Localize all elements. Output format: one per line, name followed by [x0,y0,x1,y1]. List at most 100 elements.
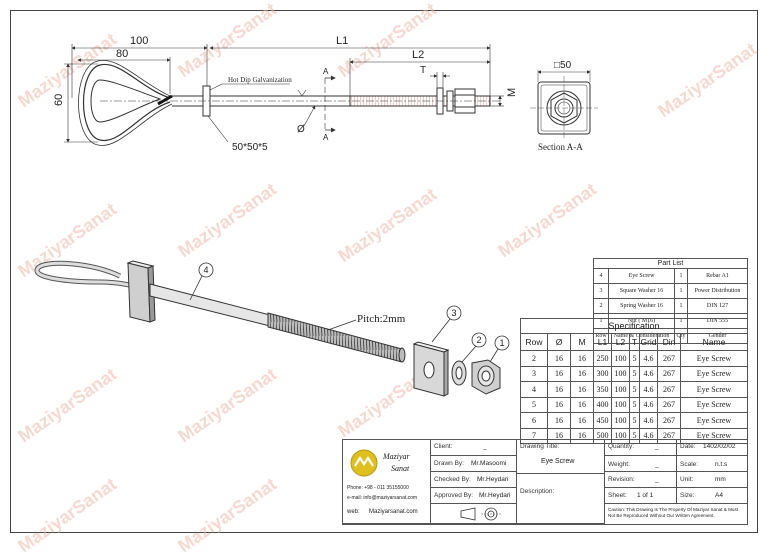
table-cell: 450 [593,412,612,429]
date-cell: Date: 1402/02/02 [677,440,747,456]
drawing-title-cell: Drawing Title: Eye Screw [517,440,605,474]
column-header: Name [680,333,748,351]
table-cell: Eye Screw [680,365,748,382]
part-list-title: Part List [593,258,748,269]
table-cell: 16 [547,350,571,367]
column-header: T [629,333,640,351]
balloon-1: 1 [499,338,504,348]
table-cell: 100 [611,381,630,398]
table-cell: 5 [629,381,640,398]
drawing-title-label: Drawing Title: [520,443,560,450]
revision-value: _ [655,476,659,483]
drawing-title-value: Eye Screw [541,458,575,465]
approved-by-value: Mr.Heydari [479,492,511,499]
cell: Power Distribution [687,283,748,299]
weight-cell: Weight: _ [605,456,677,472]
company-web-label: web: [347,509,360,515]
title-block: Maziyar Sanat Phone: +98 - 011 35155000 … [342,439,748,525]
dimension-texts: 100 80 60 L1 L2 T M Ø A A Hot Dip Galvan… [53,35,518,153]
table-cell: 4.6 [639,350,658,367]
dim-60: 60 [53,94,65,106]
column-header: Grid [639,333,658,351]
table-cell: 4.6 [639,396,658,413]
table-cell: 100 [611,350,630,367]
table-cell: Eye Screw [680,350,748,367]
checked-by-value: Mr.Heydari [477,476,509,483]
table-cell: 16 [570,396,594,413]
client-value: _ [483,443,487,450]
table-cell: Eye Screw [680,381,748,398]
approved-spacer-cell [431,504,517,524]
sheet-label: Sheet: [608,492,627,499]
unit-value: mm [715,476,726,483]
caution-cell: Caution: This Drawing Is The Property Of… [605,504,747,524]
section-label: Section A-A [538,142,583,152]
table-cell: 100 [611,396,630,413]
dim-80: 80 [116,48,128,60]
table-cell: Eye Screw [680,412,748,429]
balloon-4: 4 [203,265,208,275]
description-cell: Description: [517,474,605,524]
company-name-line1: Maziyar [383,452,410,461]
balloon-2: 2 [476,335,481,345]
projection-symbol-icon [460,507,501,521]
specification-title: Specification [520,318,748,334]
column-header: L2 [611,333,630,351]
dim-t: T [420,65,426,76]
cell: 1 [674,283,688,299]
cell: 1 [674,268,688,284]
table-cell: 16 [570,412,594,429]
company-phone: Phone: +98 - 011 35155000 [347,485,409,491]
dim-diameter: Ø [297,124,305,135]
drawn-by-cell: Drawn By: Mr.Masoomi [431,456,517,472]
size-cell: Size: A4 [677,488,747,504]
table-row: 4 Eye Screw 1 Rebar A1 [593,268,748,284]
description-label: Description: [520,488,555,495]
company-cell: Maziyar Sanat Phone: +98 - 011 35155000 … [343,440,431,524]
weight-value: _ [655,461,659,468]
table-cell: 400 [593,396,612,413]
unit-label: Unit: [680,476,694,483]
section-mark-top: A [323,67,329,76]
table-cell: 267 [657,350,681,367]
dim-50-square: □50 [554,60,572,71]
table-header-row: Row Ø M L1 L2 T Grid Din Name [520,333,748,351]
technical-drawing: 100 80 60 L1 L2 T M Ø A A Hot Dip Galvan… [34,35,598,397]
revision-cell: Revision: _ [605,472,677,488]
client-cell: Client: _ [431,440,517,456]
table-cell: 16 [547,381,571,398]
company-web: Maziyarsanat.com [369,509,418,515]
drawn-by-value: Mr.Masoomi [471,460,507,467]
column-header: L1 [593,333,612,351]
galvanization-note: Hot Dip Galvanization [228,76,292,84]
dim-l2: L2 [412,49,424,61]
pitch-note: Pitch:2mm [357,313,406,325]
table-cell: 16 [547,396,571,413]
table-cell: 250 [593,350,612,367]
table-cell: 267 [657,365,681,382]
eye-screw-isometric [34,260,501,397]
unit-cell: Unit: mm [677,472,747,488]
cell: Spring Washer 16 [608,298,675,314]
cell: 3 [593,283,609,299]
table-cell: 5 [629,396,640,413]
caution-note: Caution: This Drawing Is The Property Of… [608,507,739,518]
cell: Square Washer 16 [608,283,675,299]
drawing-frame [10,10,758,533]
table-cell: 16 [547,412,571,429]
table-row: 3 Square Washer 16 1 Power Distribution [593,283,748,299]
sheet-cell: Sheet: 1 of 1 [605,488,677,504]
column-header: Row [520,333,548,351]
table-cell: 5 [520,396,548,413]
quantity-value: _ [655,443,659,450]
plate-size-note: 50*50*5 [232,142,268,153]
drawing-sheet: MaziyarSanat MaziyarSanat MaziyarSanat M… [10,0,760,556]
table-cell: 5 [629,412,640,429]
revision-label: Revision: [608,476,635,483]
column-header: Ø [547,333,571,351]
company-logo [350,449,378,477]
cell: 2 [593,298,609,314]
date-value: 1402/02/02 [703,443,736,450]
